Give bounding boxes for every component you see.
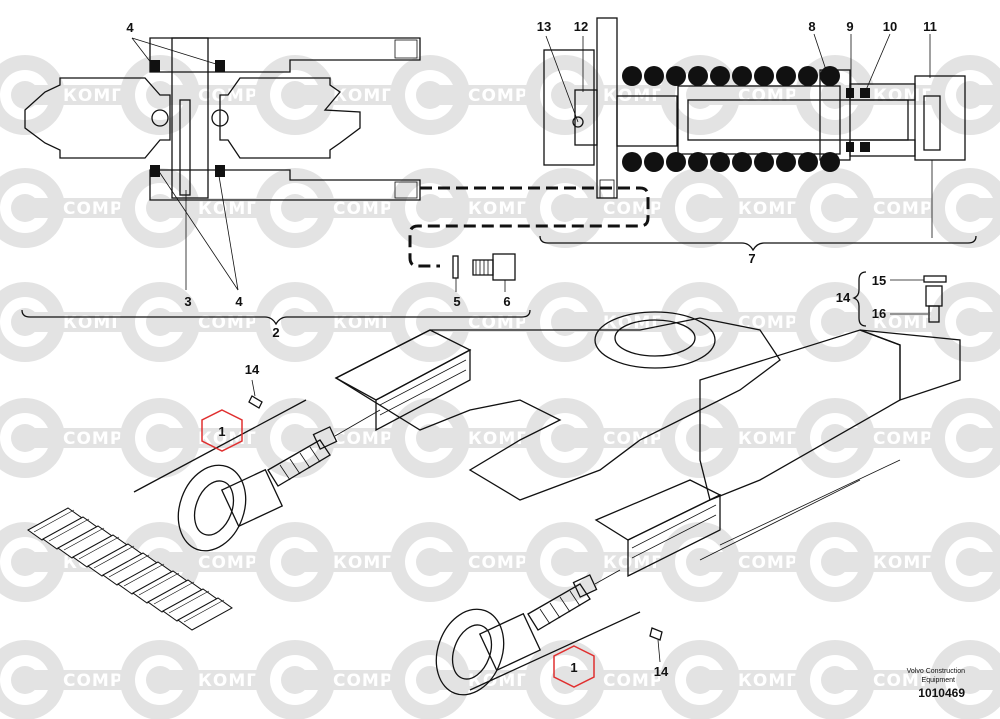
spring-coil	[754, 66, 774, 86]
spring-coil	[666, 152, 686, 172]
idler-assembly-upper	[133, 379, 381, 552]
callout-16: 16	[872, 306, 886, 321]
spring-coil	[688, 152, 708, 172]
footer-company-line1: Volvo Construction	[907, 668, 965, 675]
watermark-tile: КОМПАРТ	[930, 168, 1000, 248]
footer-company-line2: Equipment	[922, 677, 956, 684]
spring-coil	[622, 152, 642, 172]
spring-coil	[644, 152, 664, 172]
callout-14-brace: 14	[836, 290, 851, 305]
spring-coil	[820, 66, 840, 86]
callout-9: 9	[846, 19, 853, 34]
tensioner-cross-section	[543, 17, 966, 238]
track-grouser	[48, 518, 90, 542]
track-grouser	[108, 554, 150, 578]
spring-coil	[710, 152, 730, 172]
callout-3: 3	[184, 294, 191, 309]
spring-coil	[798, 66, 818, 86]
footer-drawing-number: 1010469	[918, 686, 965, 700]
spring-coil	[644, 66, 664, 86]
callout-7: 7	[748, 251, 755, 266]
callout-14-upper: 14	[245, 362, 260, 377]
highlight-hexagon-upper	[201, 409, 243, 452]
track-grouser	[78, 536, 120, 560]
grease-fitting	[890, 275, 947, 323]
spring-coil	[820, 152, 840, 172]
spring-coil	[732, 66, 752, 86]
track-shoe	[177, 597, 233, 631]
spring-coil	[710, 66, 730, 86]
spring-coil	[776, 66, 796, 86]
spring-coil	[622, 66, 642, 86]
pin-and-bolt	[452, 253, 516, 292]
callout-5: 5	[453, 294, 460, 309]
callout-4-bottom: 4	[235, 294, 243, 309]
idler-assembly-lower	[435, 569, 663, 696]
track-grouser	[153, 581, 195, 605]
watermark-tile: COMPART	[930, 522, 1000, 602]
track-grouser	[138, 572, 180, 596]
track-grouser	[93, 545, 135, 569]
spring-coil	[666, 66, 686, 86]
group-brace-14	[852, 271, 867, 327]
callout-8: 8	[808, 19, 815, 34]
track-grouser	[183, 599, 225, 623]
track-chain	[27, 507, 233, 631]
callout-1-upper: 1	[218, 424, 225, 439]
callout-15: 15	[872, 273, 886, 288]
callout-11: 11	[923, 19, 937, 34]
spring-coil	[776, 152, 796, 172]
spring-coil	[754, 152, 774, 172]
undercarriage-frame	[334, 311, 961, 578]
spring-coil	[688, 66, 708, 86]
connector-dashed	[408, 186, 650, 268]
track-grouser	[168, 590, 210, 614]
track-grouser	[33, 509, 75, 533]
track-grouser	[123, 563, 165, 587]
group-bracket-7	[539, 235, 977, 252]
spring-coil	[798, 152, 818, 172]
idler-cross-section	[24, 37, 421, 291]
callout-13: 13	[537, 19, 551, 34]
callout-2: 2	[272, 325, 279, 340]
watermark-tile: КОМПАРТ	[930, 398, 1000, 478]
watermark-tile: COMPART	[930, 282, 1000, 362]
track-grouser	[63, 527, 105, 551]
highlight-hexagon-lower	[553, 645, 595, 688]
spring-coil	[732, 152, 752, 172]
callout-14-lower: 14	[654, 664, 669, 679]
callout-6: 6	[503, 294, 510, 309]
callout-10: 10	[883, 19, 897, 34]
callout-4-top: 4	[126, 20, 134, 35]
callout-12: 12	[574, 19, 588, 34]
callout-1-lower: 1	[570, 660, 577, 675]
group-bracket-2	[21, 309, 531, 326]
